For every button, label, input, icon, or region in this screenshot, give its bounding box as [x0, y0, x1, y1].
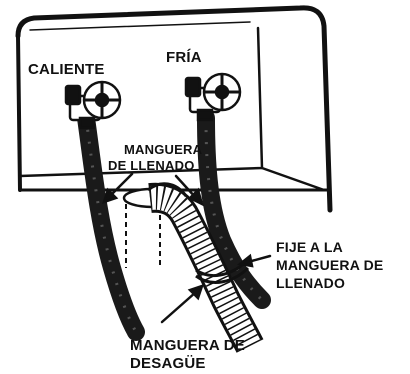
label-drain-line2: DESAGÜE — [130, 355, 206, 372]
cold-fill-hose — [197, 109, 271, 309]
drain-hose — [147, 182, 264, 353]
label-fill-hose-line1: MANGUERA — [124, 142, 203, 157]
label-cold: FRÍA — [166, 49, 202, 66]
label-attach-line3: LLENADO — [276, 275, 345, 291]
label-fill-hose-line2: DE LLENADO — [108, 158, 195, 173]
hot-valve-icon — [64, 80, 122, 130]
hot-fill-hose — [77, 109, 145, 341]
leader-arrows — [102, 172, 272, 324]
wall-box — [15, 5, 333, 213]
cold-valve-icon — [184, 72, 242, 122]
label-attach-line1: FIJE A LA — [276, 239, 343, 255]
label-hot: CALIENTE — [28, 61, 105, 78]
label-drain-line1: MANGUERA DE — [130, 337, 245, 354]
label-attach-line2: MANGUERA DE — [276, 257, 383, 273]
